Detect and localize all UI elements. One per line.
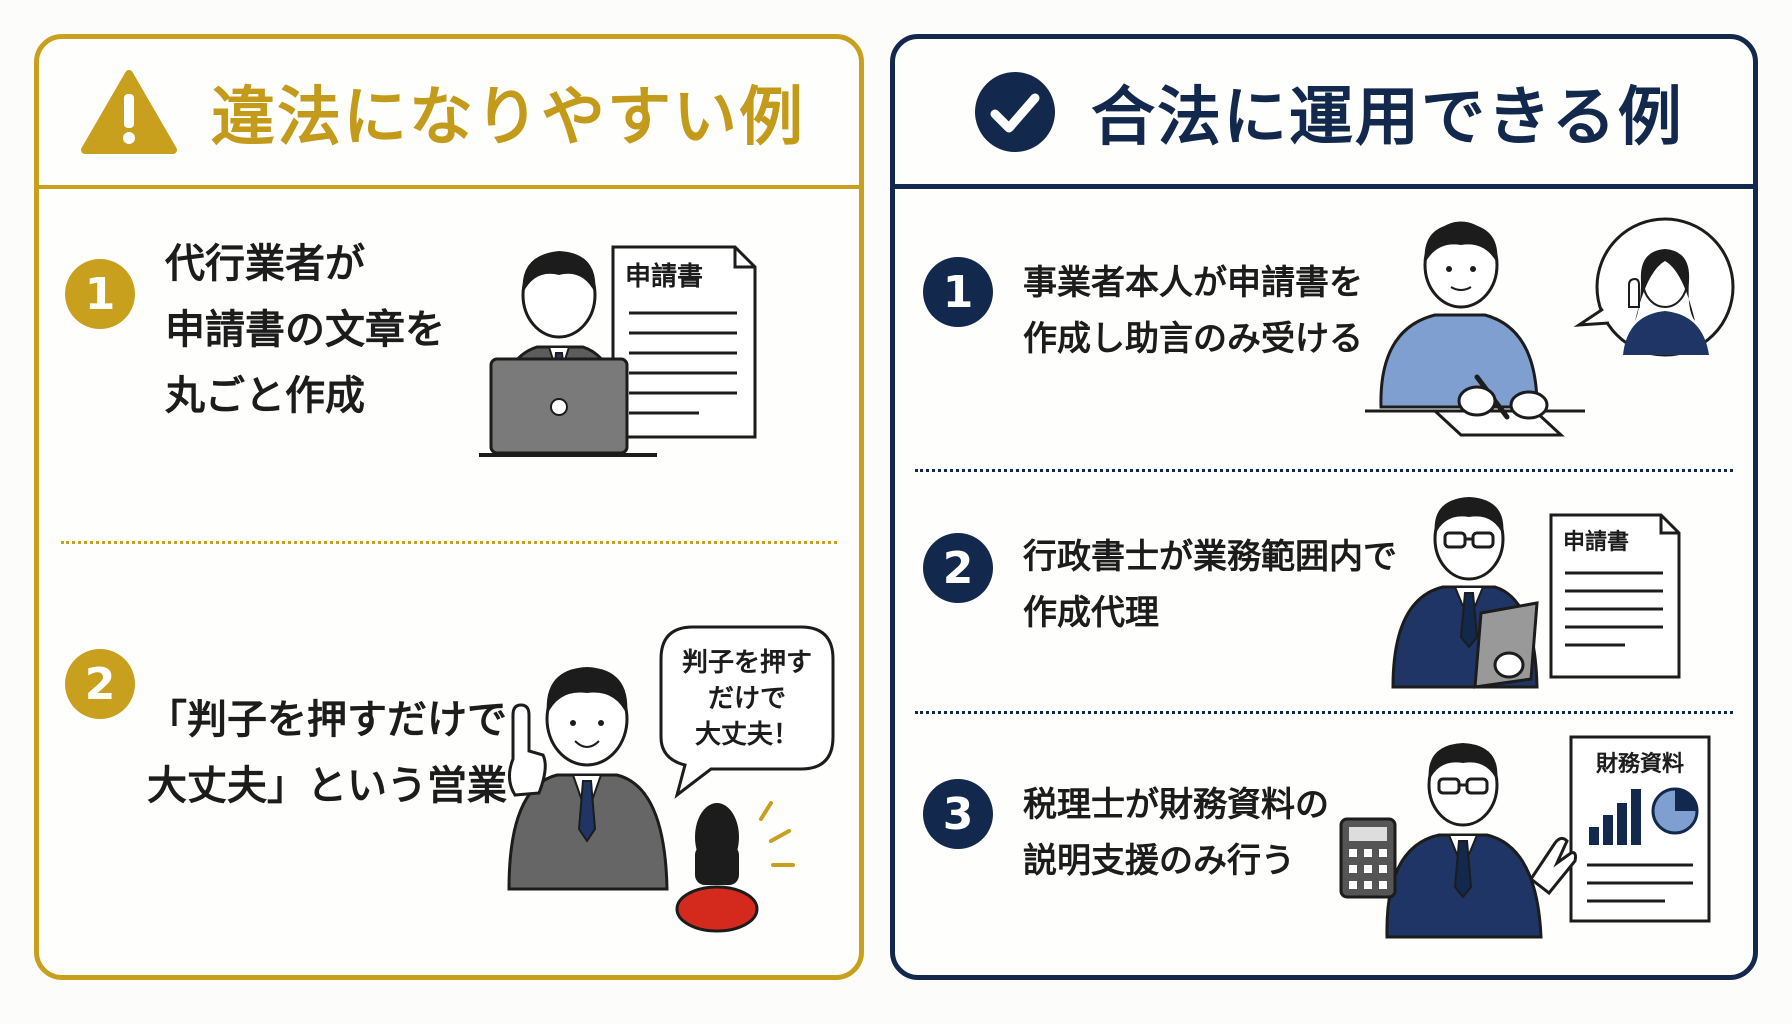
illegal-example-2: 2 「判子を押すだけで 大丈夫」という営業 判子を押す だけで 大丈夫！ [39, 559, 859, 975]
illegal-examples-header: 違法になりやすい例 [39, 39, 859, 189]
illegal-examples-title: 違法になりやすい例 [211, 81, 805, 155]
application-document: 申請書 [1549, 513, 1681, 679]
tax-accountant-illustration: 財務資料 [1339, 735, 1711, 939]
section-divider [61, 541, 837, 544]
pie-chart-icon [1651, 787, 1699, 835]
speech-bubble: 判子を押す だけで 大丈夫！ [659, 625, 835, 799]
document-title: 申請書 [625, 261, 703, 292]
speech-bubble-line: 判子を押す [682, 648, 812, 678]
document-title: 申請書 [1563, 529, 1629, 555]
speech-bubble-line: だけで [708, 684, 786, 714]
item-number-badge: 3 [923, 779, 993, 849]
check-circle-icon [975, 71, 1055, 152]
application-document: 申請書 [611, 245, 757, 439]
salesperson-with-stamp-illustration: 判子を押す だけで 大丈夫！ [507, 625, 835, 933]
calculator-icon [1339, 817, 1397, 899]
warning-triangle-icon [81, 70, 177, 154]
item-number-badge: 2 [923, 533, 993, 603]
advisor-bubble [1573, 217, 1735, 357]
illegal-example-1-text: 代行業者が 申請書の文章を 丸ごと作成 [165, 241, 445, 419]
section-divider [915, 711, 1733, 714]
stamp-icon [675, 801, 795, 933]
legal-examples-header: 合法に運用できる例 [895, 39, 1753, 189]
section-divider [915, 469, 1733, 472]
legal-example-2: 2 行政書士が業務範囲内で 作成代理 申請書 [895, 479, 1753, 719]
legal-example-2-text: 行政書士が業務範囲内で 作成代理 [1023, 537, 1397, 633]
speech-bubble-line: 大丈夫！ [695, 720, 799, 750]
document-title: 財務資料 [1596, 751, 1684, 777]
legal-example-1: 1 事業者本人が申請書を 作成し助言のみ受ける [895, 189, 1753, 449]
agent-at-laptop-illustration: 申請書 [479, 245, 757, 457]
administrative-scrivener-illustration: 申請書 [1391, 497, 1681, 689]
item-number-badge: 2 [65, 649, 135, 719]
illegal-example-2-text: 「判子を押すだけで 大丈夫」という営業 [147, 697, 507, 809]
legal-example-1-text: 事業者本人が申請書を 作成し助言のみ受ける [1023, 263, 1363, 359]
financial-document: 財務資料 [1569, 735, 1711, 923]
legal-example-3: 3 税理士が財務資料の 説明支援のみ行う 財務資料 [895, 719, 1753, 975]
owner-writing-with-advisor-illustration [1365, 217, 1735, 437]
item-number-badge: 1 [65, 259, 135, 329]
legal-example-3-text: 税理士が財務資料の 説明支援のみ行う [1023, 785, 1329, 881]
legal-examples-title: 合法に運用できる例 [1091, 80, 1684, 155]
illegal-examples-panel: 違法になりやすい例 1 代行業者が 申請書の文章を 丸ごと作成 申請書 [34, 34, 864, 980]
illegal-example-1: 1 代行業者が 申請書の文章を 丸ごと作成 申請書 [39, 189, 859, 509]
legal-examples-panel: 合法に運用できる例 1 事業者本人が申請書を 作成し助言のみ受ける [890, 34, 1758, 980]
bar-chart-icon [1589, 789, 1641, 845]
item-number-badge: 1 [923, 257, 993, 327]
